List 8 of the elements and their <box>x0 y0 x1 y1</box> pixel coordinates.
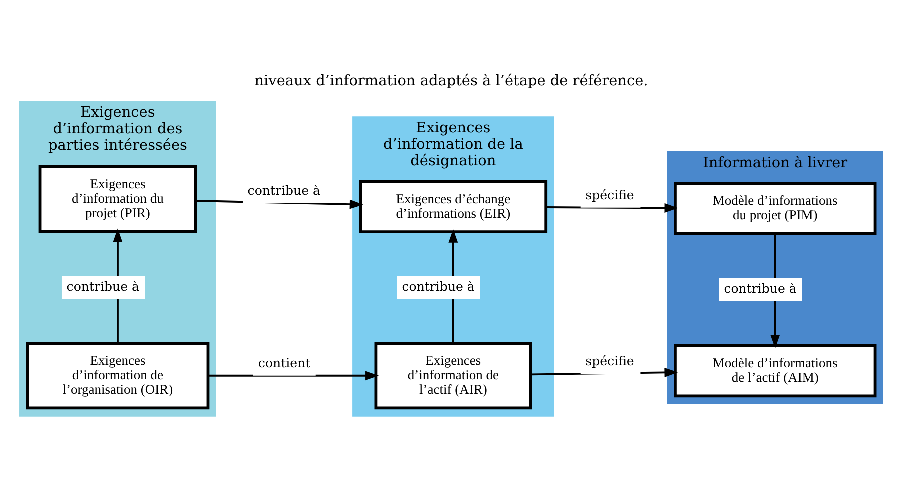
edge-label: contribue à <box>402 279 475 294</box>
edge-label: contribue à <box>724 281 797 296</box>
edge-label: contribue à <box>248 182 320 198</box>
edge-label: spécifie <box>586 354 634 369</box>
edge-label: contribue à <box>66 278 140 294</box>
edge-label: contient <box>258 356 311 371</box>
caption: niveaux d’information adaptés à l’étape de référence. <box>254 73 648 90</box>
edge-label: spécifie <box>586 188 634 203</box>
